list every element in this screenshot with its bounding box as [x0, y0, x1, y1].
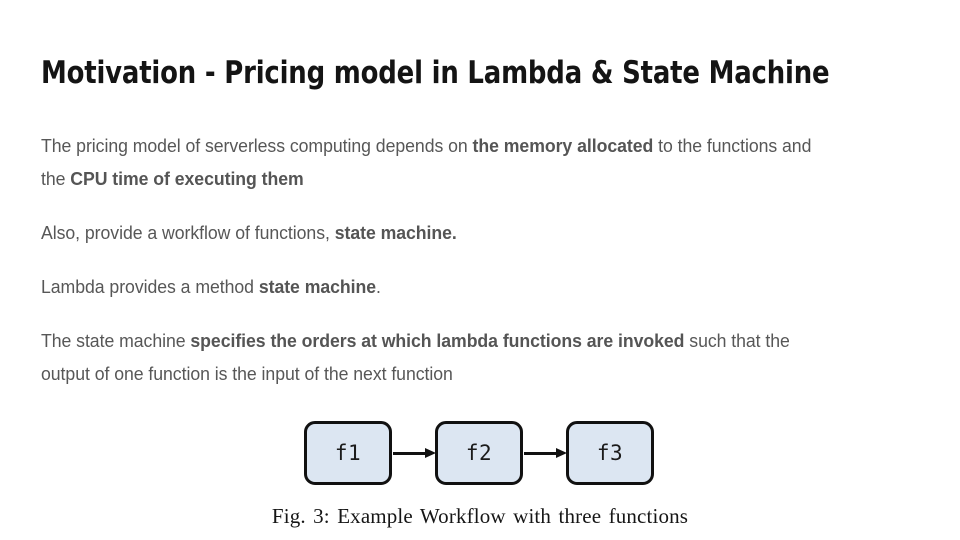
arrow-shaft	[524, 452, 558, 455]
workflow-node-f2: f2	[435, 421, 523, 485]
emphasis-text: the memory allocated	[472, 135, 654, 156]
page-title: Motivation - Pricing model in Lambda & S…	[41, 55, 830, 91]
body-text: The pricing model of serverless computin…	[41, 135, 473, 156]
workflow-arrow-f1-to-f2	[393, 448, 436, 458]
workflow-diagram: f1 f2 f3	[304, 415, 656, 491]
arrow-shaft	[393, 452, 427, 455]
figure-caption: Fig. 3: Example Workflow with three func…	[271, 504, 689, 528]
emphasis-text: state machine	[258, 276, 377, 297]
paragraph-workflow-of-functions: Also, provide a workflow of functions, s…	[41, 216, 816, 249]
workflow-figure: f1 f2 f3 Fig. 3: Example Workflow with t…	[0, 415, 960, 529]
body-text: to the functions and the	[41, 135, 812, 189]
emphasis-text: state machine.	[334, 222, 457, 243]
arrow-head-icon	[425, 448, 436, 458]
workflow-node-label: f1	[334, 441, 362, 465]
workflow-node-label: f3	[596, 441, 624, 465]
arrow-head-icon	[556, 448, 567, 458]
body-text: Also, provide a workflow of functions,	[41, 222, 335, 243]
slide-body: The pricing model of serverless computin…	[41, 129, 853, 390]
workflow-node-label: f2	[465, 441, 493, 465]
paragraph-lambda-method: Lambda provides a method state machine.	[41, 270, 816, 303]
workflow-node-f3: f3	[566, 421, 654, 485]
emphasis-text: specifies the orders at which lambda fun…	[190, 330, 685, 351]
emphasis-text: CPU time of executing them	[70, 168, 304, 189]
workflow-node-f1: f1	[304, 421, 392, 485]
body-text: such that the output of one function is …	[41, 330, 790, 384]
paragraph-pricing-model: The pricing model of serverless computin…	[41, 129, 816, 195]
paragraph-state-machine-orders: The state machine specifies the orders a…	[41, 324, 816, 390]
workflow-arrow-f2-to-f3	[524, 448, 567, 458]
body-text: .	[376, 276, 381, 297]
body-text: Lambda provides a method	[41, 276, 259, 297]
body-text: The state machine	[41, 330, 191, 351]
